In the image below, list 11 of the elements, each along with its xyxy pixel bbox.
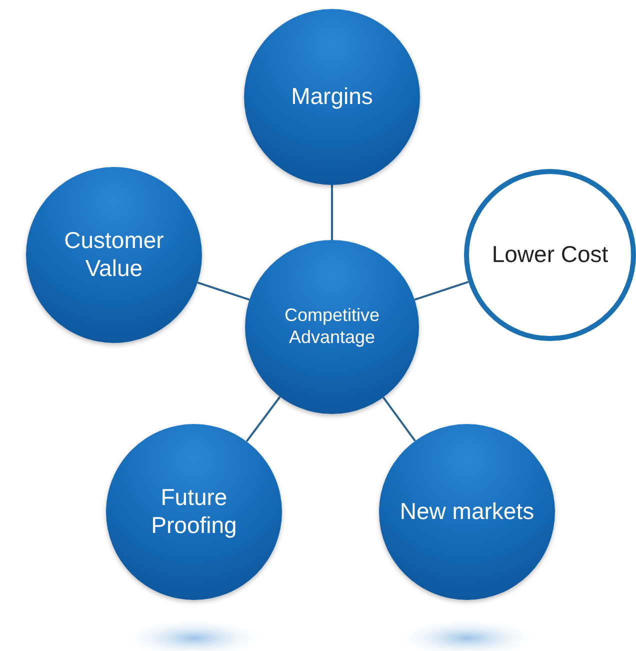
node-label: Margins: [290, 83, 374, 111]
connector-line: [382, 396, 416, 442]
node-label: Customer Value: [63, 227, 165, 283]
connector-line: [246, 396, 281, 442]
connector-line: [331, 185, 333, 240]
node-label: Lower Cost: [490, 241, 610, 269]
node-label: Competitive Advantage: [283, 305, 381, 349]
connector-line: [197, 282, 250, 301]
node-label: New markets: [398, 498, 536, 526]
node-label: Future Proofing: [150, 484, 238, 540]
connector-line: [414, 281, 469, 301]
